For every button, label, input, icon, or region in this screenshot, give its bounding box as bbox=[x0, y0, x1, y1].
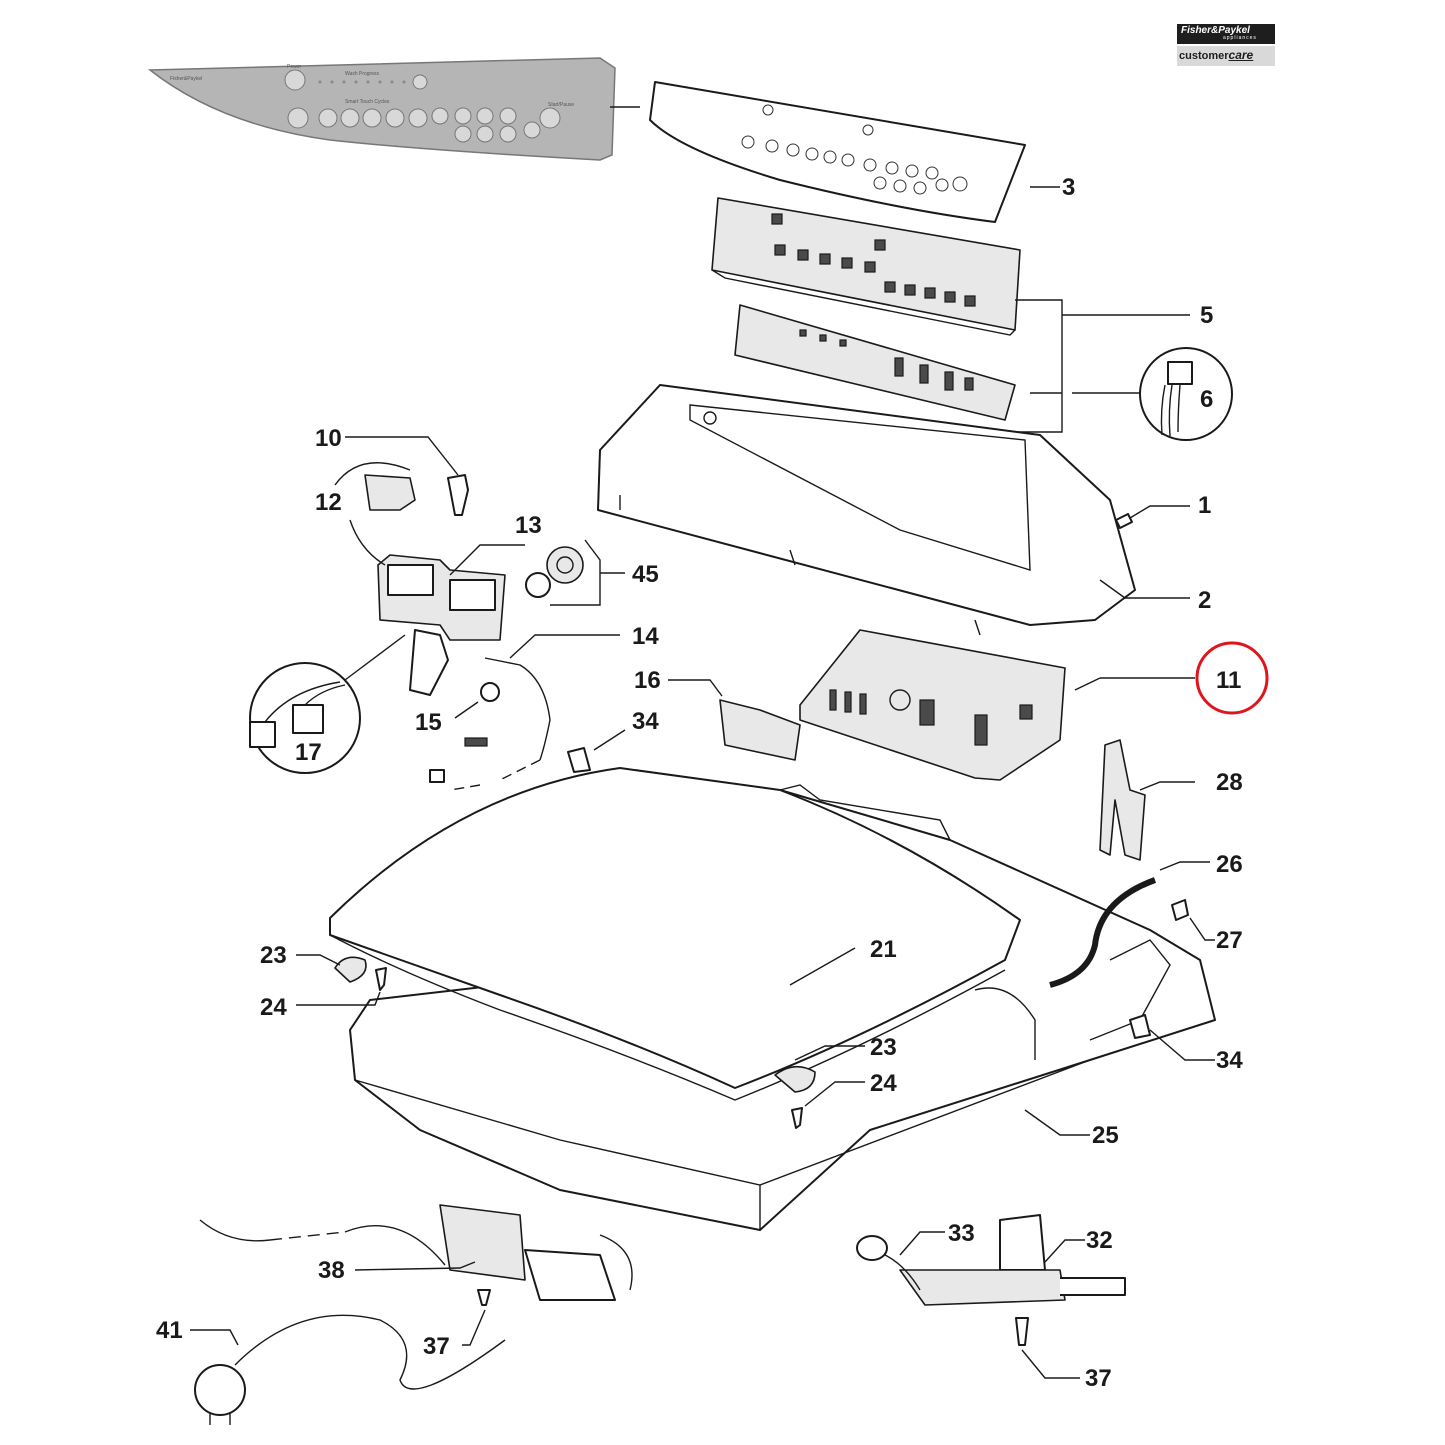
customer-care-logo: customercare bbox=[1177, 46, 1275, 66]
part-38-lid-switch bbox=[199, 1204, 633, 1301]
callout-2: 2 bbox=[1198, 587, 1211, 614]
part-17-wiring-connector-detail bbox=[249, 634, 406, 774]
part-32-drain-hose bbox=[899, 1214, 1126, 1306]
callout-37-right: 37 bbox=[1085, 1365, 1112, 1392]
part-23-stop-left bbox=[334, 956, 367, 983]
panel-start-pause-label: Start/Pause bbox=[548, 102, 574, 108]
callout-16: 16 bbox=[634, 667, 661, 694]
callout-1: 1 bbox=[1198, 492, 1211, 519]
callout-11: 11 bbox=[1216, 667, 1241, 694]
callout-labels: 3 5 6 1 2 11 28 26 27 34 25 10 12 13 45 … bbox=[156, 174, 1243, 1392]
panel-wash-progress-label: Wash Progress bbox=[345, 71, 379, 77]
highlight-ring bbox=[1195, 641, 1269, 715]
callout-27: 27 bbox=[1216, 927, 1243, 954]
part-33-hose-clamp bbox=[856, 1235, 921, 1291]
customer-care-logo-b: care bbox=[1228, 48, 1254, 62]
callout-24-right: 24 bbox=[870, 1070, 897, 1097]
part-2-console-housing bbox=[597, 384, 1136, 636]
callout-12: 12 bbox=[315, 489, 342, 516]
brand-logo-subtitle: appliances bbox=[1223, 35, 1257, 41]
customer-care-logo-a: customer bbox=[1179, 50, 1229, 62]
callout-26: 26 bbox=[1216, 851, 1243, 878]
panel-smart-touch-label: Smart Touch Cycles bbox=[345, 99, 390, 105]
panel-brand-text: Fisher&Paykel bbox=[170, 76, 202, 82]
callout-14: 14 bbox=[632, 623, 659, 650]
part-37-screw-right bbox=[1015, 1317, 1029, 1346]
brand-logo: Fisher&Paykel appliances customercare bbox=[1177, 24, 1275, 66]
part-5-control-boards bbox=[711, 197, 1021, 421]
callout-17: 17 bbox=[295, 739, 322, 766]
part-37-screw-left bbox=[477, 1289, 491, 1306]
part-24-screw-right bbox=[791, 1107, 803, 1129]
part-45-nuts bbox=[525, 546, 584, 598]
part-28-bracket bbox=[1099, 739, 1146, 861]
callout-6: 6 bbox=[1200, 386, 1213, 413]
callout-34-upper: 34 bbox=[632, 708, 659, 735]
part-3-membrane-overlay bbox=[649, 81, 1026, 223]
part-10-screw bbox=[447, 474, 469, 516]
part-23-stop-right bbox=[774, 1065, 816, 1093]
part-14-thermistor bbox=[429, 657, 551, 791]
part-13-inlet-valve bbox=[377, 554, 506, 696]
callout-33: 33 bbox=[948, 1220, 975, 1247]
callout-38: 38 bbox=[318, 1257, 345, 1284]
callout-23-left: 23 bbox=[260, 942, 287, 969]
part-34-bumper-lower bbox=[1129, 1014, 1151, 1039]
part-6-connector-detail bbox=[1139, 347, 1233, 441]
callout-21: 21 bbox=[870, 936, 897, 963]
callout-37-left: 37 bbox=[423, 1333, 450, 1360]
part-41-power-cord bbox=[194, 1314, 506, 1425]
callout-41: 41 bbox=[156, 1317, 183, 1344]
part-21-lid bbox=[329, 767, 1021, 1101]
callout-23-right: 23 bbox=[870, 1034, 897, 1061]
brand-logo-top: Fisher&Paykel appliances bbox=[1177, 24, 1275, 44]
part-27-screw bbox=[1171, 899, 1189, 921]
panel-power-label: Power bbox=[287, 64, 302, 70]
callout-24-left: 24 bbox=[260, 994, 287, 1021]
callout-5: 5 bbox=[1200, 302, 1213, 329]
callout-34-lower: 34 bbox=[1216, 1047, 1243, 1074]
part-1-screw bbox=[1115, 513, 1133, 529]
callout-15: 15 bbox=[415, 709, 442, 736]
part-15-grommet bbox=[480, 682, 500, 702]
part-26-tube bbox=[1049, 877, 1157, 988]
callout-28: 28 bbox=[1216, 769, 1243, 796]
part-24-screw-left bbox=[375, 967, 387, 991]
part-12-clip-detail bbox=[334, 462, 416, 566]
part-11-motor-controller bbox=[799, 629, 1066, 781]
callout-45: 45 bbox=[632, 561, 659, 588]
callout-3: 3 bbox=[1062, 174, 1075, 201]
callout-10: 10 bbox=[315, 425, 342, 452]
callout-32: 32 bbox=[1086, 1227, 1113, 1254]
callout-25: 25 bbox=[1092, 1122, 1119, 1149]
callout-13: 13 bbox=[515, 512, 542, 539]
control-panel-fascia: Fisher&Paykel Power Wash Progress Smart … bbox=[147, 57, 616, 161]
part-34-bumper-upper bbox=[567, 747, 591, 773]
part-16-latch bbox=[719, 699, 801, 761]
